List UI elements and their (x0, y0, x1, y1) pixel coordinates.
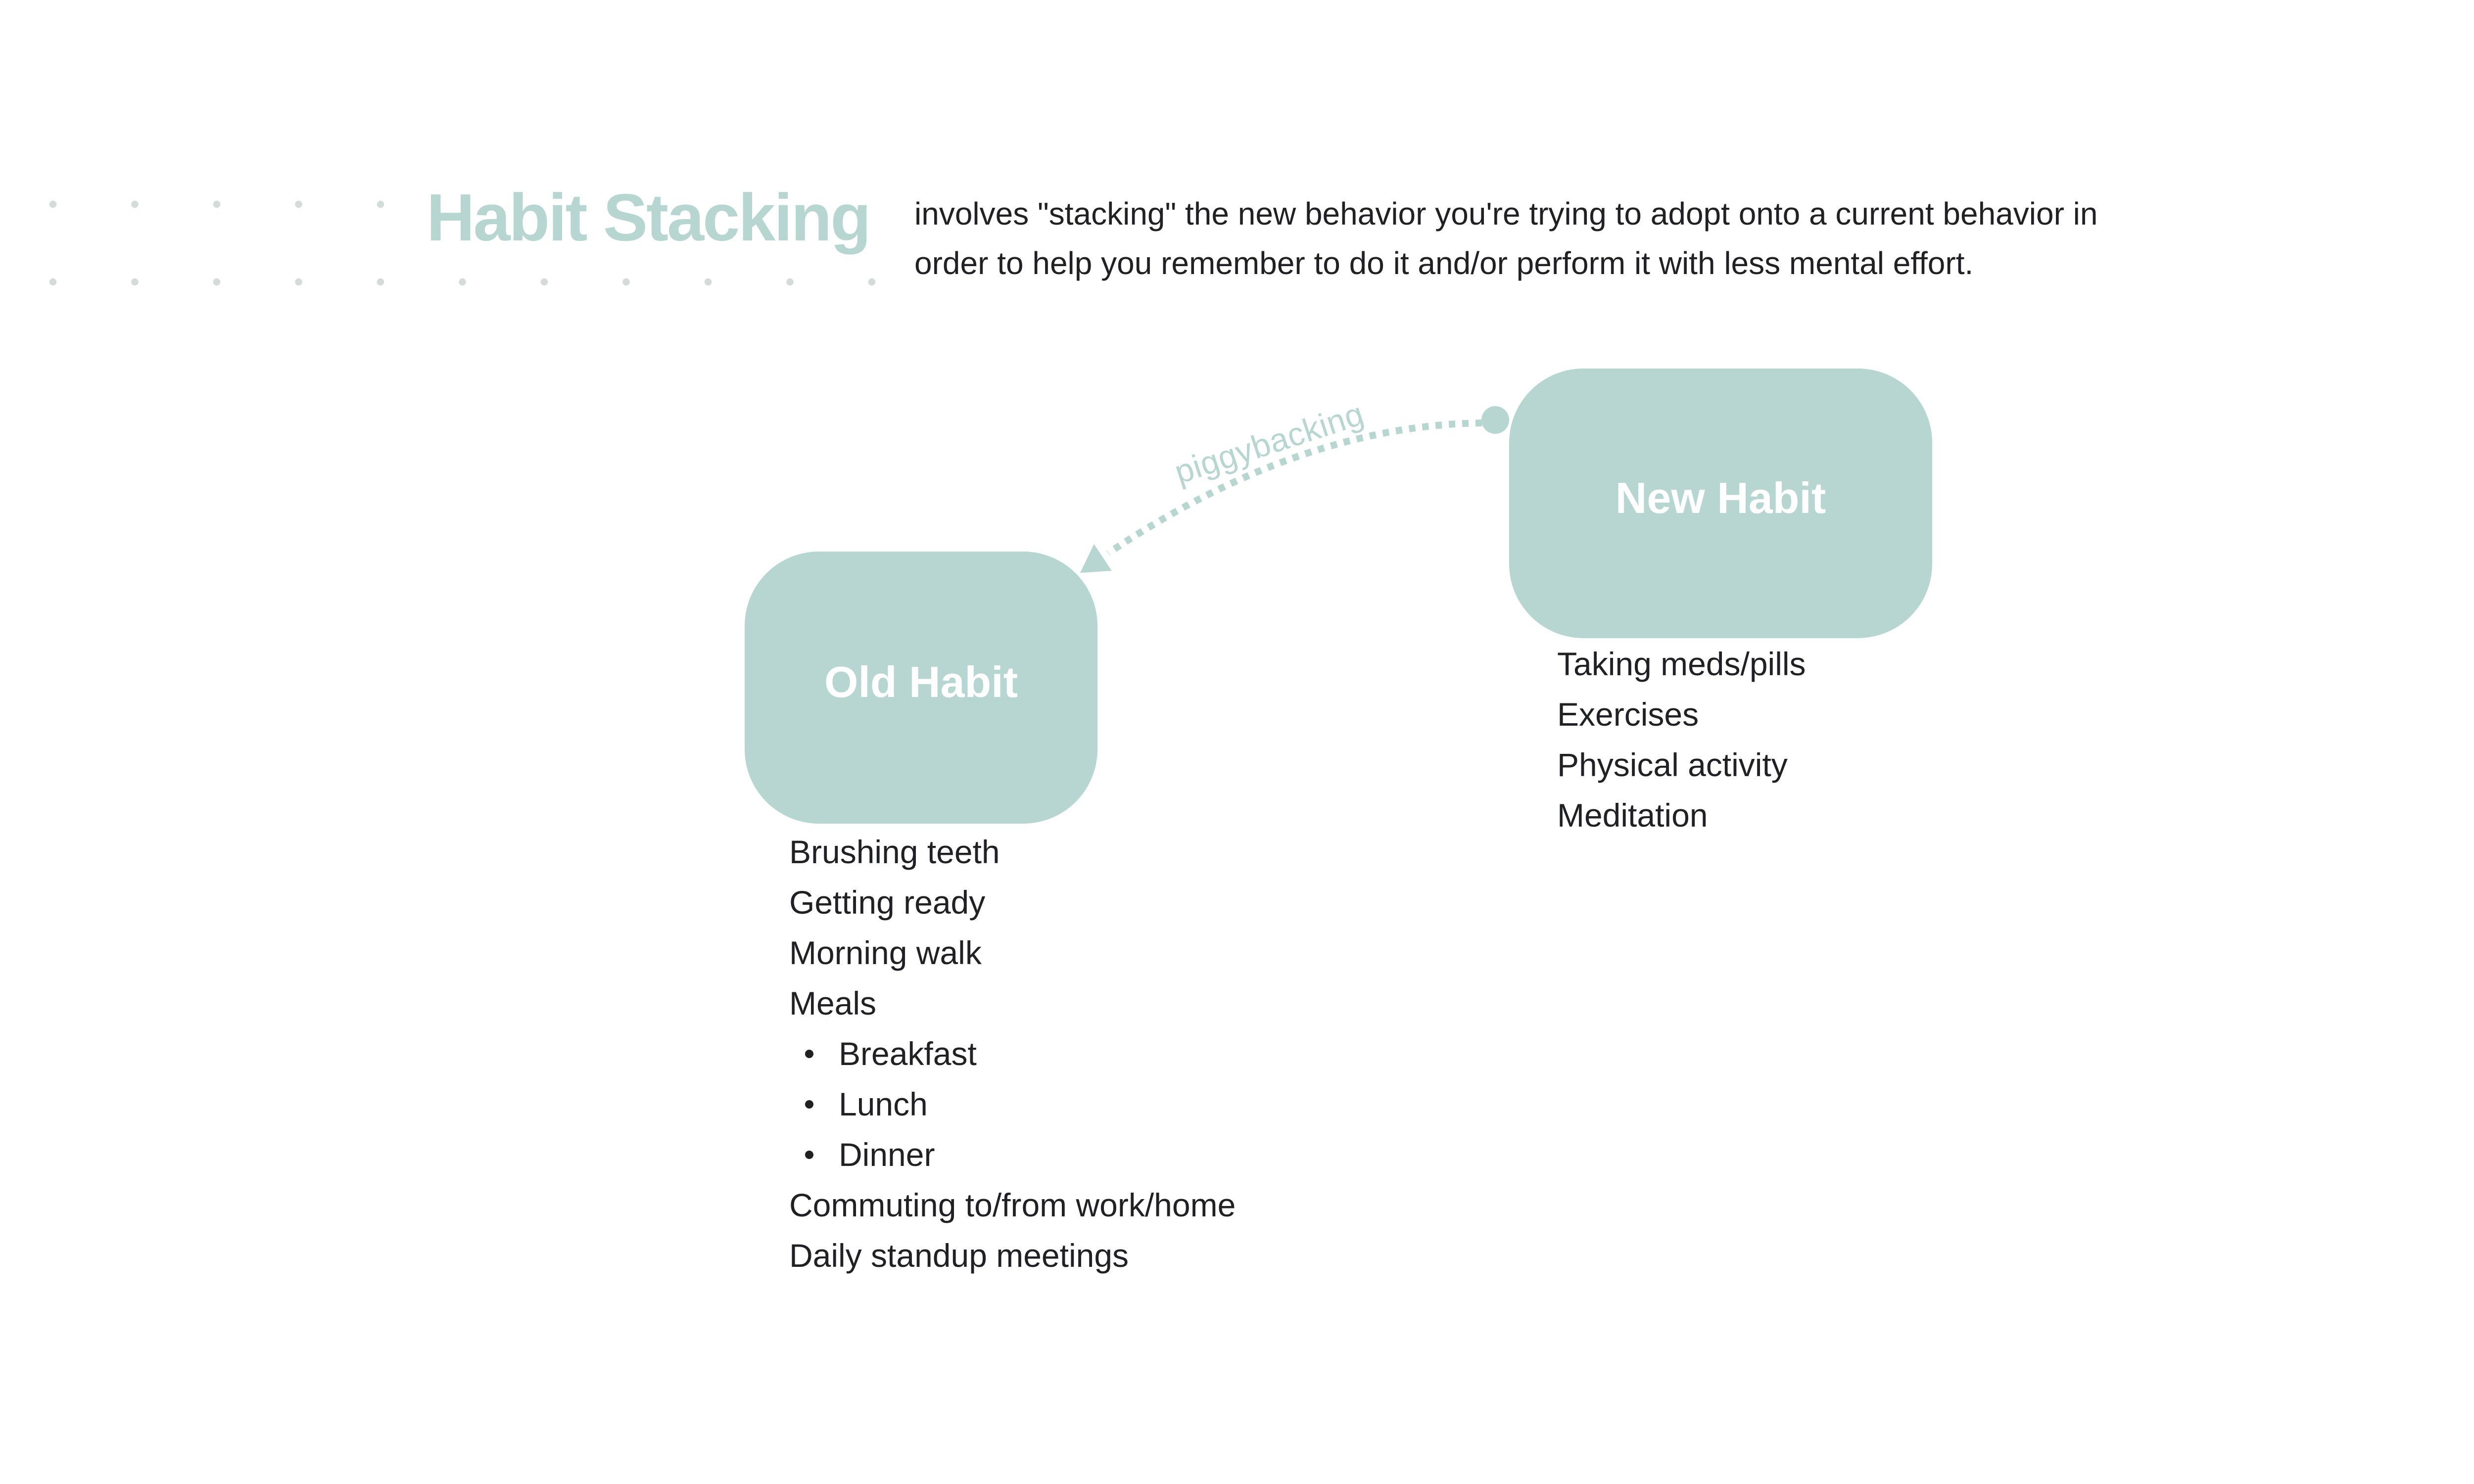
connector-start-dot (1481, 406, 1509, 434)
list-item-sub: Lunch (789, 1079, 1236, 1129)
bullet-icon (805, 1050, 813, 1058)
list-item: Morning walk (789, 934, 982, 971)
dot-grid-row-2 (47, 275, 932, 289)
list-item: Daily standup meetings (789, 1237, 1129, 1274)
bullet-icon (805, 1100, 813, 1109)
new-habit-example-list: Taking meds/pills Exercises Physical act… (1557, 639, 1806, 840)
old-habit-label: Old Habit (824, 657, 1018, 706)
old-habit-example-list: Brushing teeth Getting ready Morning wal… (789, 827, 1236, 1281)
list-item-text: Dinner (839, 1136, 935, 1173)
description-line-1: involves "stacking" the new behavior you… (914, 196, 2098, 232)
description: involves "stacking" the new behavior you… (914, 189, 2097, 288)
list-item-text: Breakfast (839, 1035, 977, 1072)
new-habit-label: New Habit (1615, 473, 1826, 522)
dot-grid-row-1 (47, 197, 437, 211)
list-item-sub: Breakfast (789, 1028, 1236, 1079)
list-item: Meditation (1557, 797, 1708, 834)
old-habit-node: Old Habit (745, 552, 1097, 824)
list-item: Taking meds/pills (1557, 646, 1806, 682)
description-line-2: order to help you remember to do it and/… (914, 245, 1974, 281)
bullet-icon (805, 1151, 813, 1159)
page-title: Habit Stacking (427, 180, 871, 255)
connector-label: piggybacking (1170, 395, 1369, 491)
new-habit-node: New Habit (1509, 369, 1932, 638)
list-item-sub: Dinner (789, 1129, 1236, 1180)
list-item-text: Lunch (839, 1086, 928, 1122)
list-item: Meals (789, 985, 877, 1021)
list-item: Physical activity (1557, 746, 1788, 783)
list-item: Commuting to/from work/home (789, 1187, 1236, 1223)
connector-arrowhead-icon (1080, 544, 1112, 573)
list-item: Getting ready (789, 884, 986, 921)
list-item: Brushing teeth (789, 834, 1000, 870)
list-item: Exercises (1557, 696, 1699, 733)
